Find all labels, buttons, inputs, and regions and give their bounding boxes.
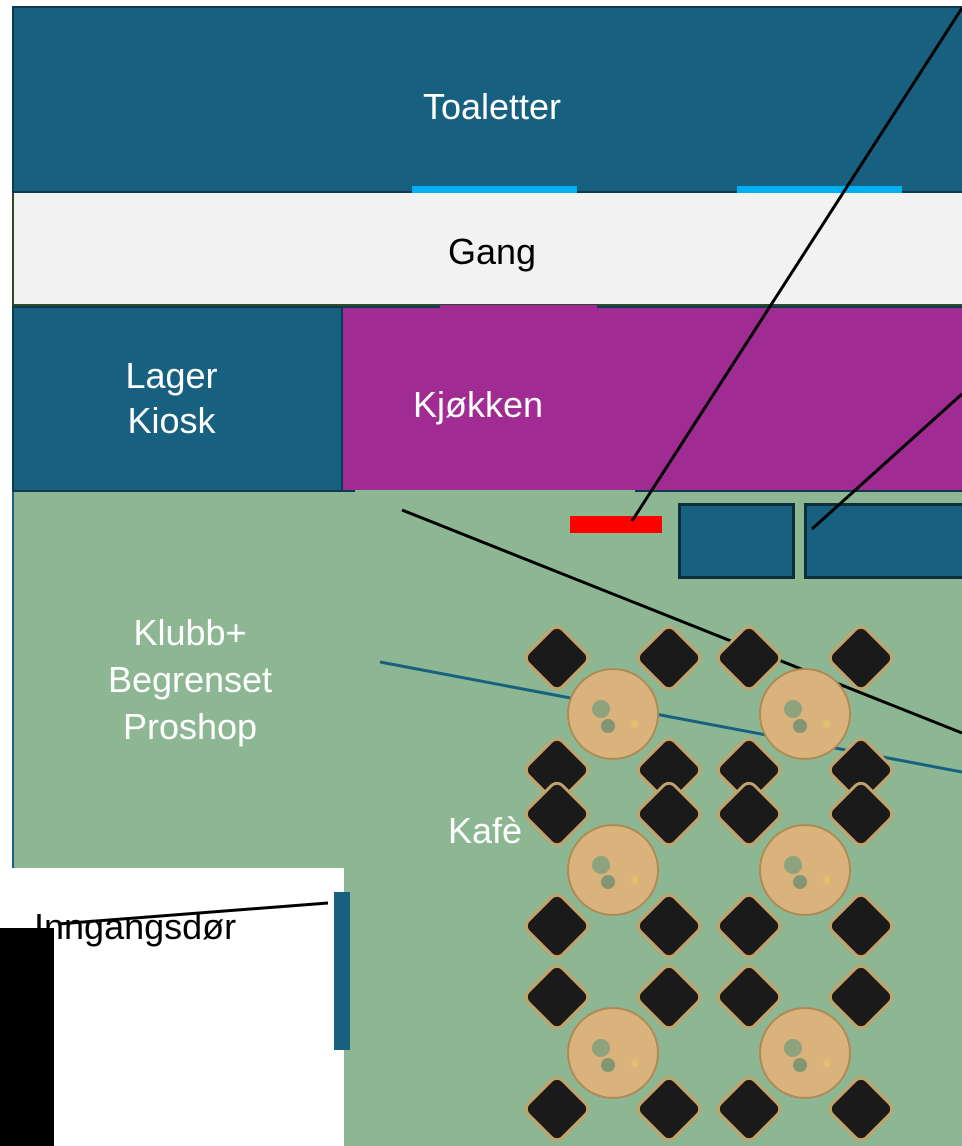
- table-set-3: [521, 778, 705, 962]
- entrance-door[interactable]: [334, 892, 350, 1050]
- counter-left: [678, 503, 795, 579]
- leader-line-red-marker: [630, 7, 962, 522]
- leader-line-entrance: [57, 901, 329, 926]
- room-toaletter-label: Toaletter: [422, 86, 562, 127]
- kjokken-door-gap: [440, 305, 597, 309]
- klubb-label: Klubb+: [133, 612, 247, 653]
- lager-label: Lager: [125, 355, 218, 396]
- table-set-4: [713, 778, 897, 962]
- counter-right: [804, 503, 962, 579]
- room-lager-kiosk-label: Lager Kiosk: [14, 353, 329, 443]
- room-gang-label: Gang: [447, 231, 537, 272]
- entrance-wall: [0, 928, 54, 1146]
- table-set-1: [521, 622, 705, 806]
- leader-line-counter: [810, 392, 962, 531]
- table-set-5: [521, 961, 705, 1145]
- kafe-label: Kafè: [448, 810, 523, 851]
- klubb-proshop-label: Klubb+ Begrenset Proshop: [80, 610, 300, 750]
- begrenset-label: Begrenset: [107, 658, 273, 700]
- leader-line-kiosk: [401, 508, 962, 735]
- room-lager-kiosk: Lager Kiosk: [12, 306, 343, 492]
- red-marker: [570, 516, 662, 533]
- room-kjokken-label: Kjøkken: [413, 384, 544, 425]
- room-kjokken: Kjøkken: [343, 306, 962, 492]
- kiosk-label: Kiosk: [127, 400, 216, 441]
- table-set-6: [713, 961, 897, 1145]
- proshop-label: Proshop: [122, 705, 258, 747]
- room-toaletter: Toaletter: [12, 6, 962, 193]
- table-set-2: [713, 622, 897, 806]
